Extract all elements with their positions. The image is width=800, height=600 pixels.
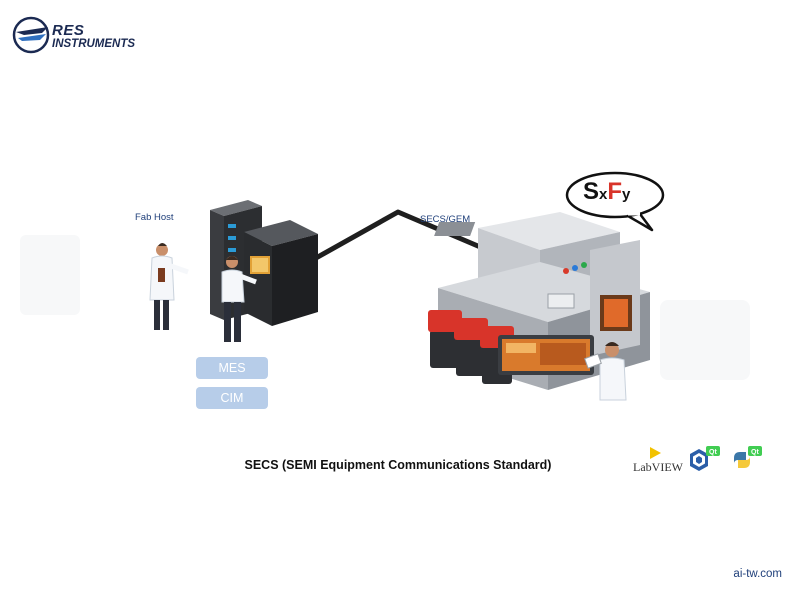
cpp-qt-icon: Qt	[690, 446, 720, 471]
sxfy-speech-bubble	[565, 171, 665, 232]
labview-icon	[650, 447, 661, 459]
secs-gem-label: SECS/GEM	[420, 214, 471, 225]
secs-gem-cable	[314, 209, 493, 261]
sxfy-text: SxFy	[583, 178, 630, 206]
cim-badge: CIM	[196, 387, 268, 409]
caption-text: SECS (SEMI Equipment Communications Stan…	[244, 458, 552, 472]
logo-text-bottom: INSTRUMENTS	[52, 38, 136, 50]
sxfy-f: F	[607, 178, 623, 205]
background-watermark	[20, 235, 750, 380]
server-rack	[210, 200, 318, 326]
sxfy-s: S	[583, 178, 600, 205]
operator-person	[221, 256, 257, 342]
sxfy-y: y	[622, 186, 631, 203]
equipment-operator-person	[584, 342, 627, 401]
logo-text-top: RES	[52, 22, 85, 39]
company-logo: RES INSTRUMENTS	[12, 15, 162, 55]
fab-host-person	[149, 243, 189, 330]
hmi-touch-screen	[498, 335, 594, 375]
caption: SECS (SEMI Equipment Communications Stan…	[0, 458, 800, 472]
mes-badge: MES	[196, 357, 268, 379]
python-qt-icon: Qt	[734, 446, 762, 468]
svg-text:Qt: Qt	[709, 449, 717, 456]
logo-emblem-icon	[12, 16, 50, 54]
footer-url[interactable]: ai-tw.com	[733, 568, 782, 580]
sxfy-x: x	[599, 186, 608, 203]
labview-label: LabVIEW	[633, 460, 683, 474]
svg-text:Qt: Qt	[751, 449, 759, 456]
fab-host-label: Fab Host	[135, 212, 174, 223]
